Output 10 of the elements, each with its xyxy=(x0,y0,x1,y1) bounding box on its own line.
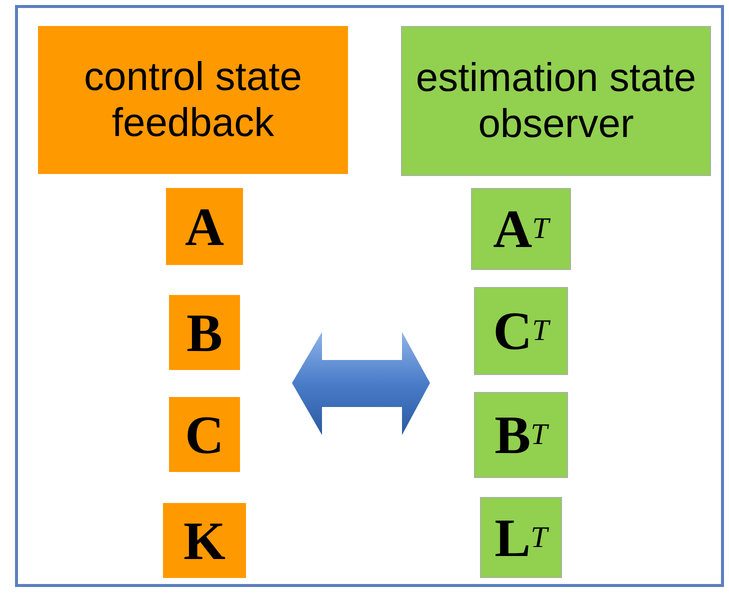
matrix-box: A$^{T}$ xyxy=(471,188,571,270)
matrix-box: B$^{T}$ xyxy=(474,392,568,478)
heading-box: control state feedback xyxy=(38,26,348,174)
heading-box: estimation state observer xyxy=(401,26,711,176)
matrix-box: A xyxy=(166,188,243,265)
matrix-box: C$^{T}$ xyxy=(474,287,568,375)
matrix-box: K xyxy=(163,503,246,578)
matrix-box: L$^{T}$ xyxy=(480,497,562,578)
matrix-box: C xyxy=(169,397,240,472)
matrix-box: B xyxy=(169,295,240,370)
